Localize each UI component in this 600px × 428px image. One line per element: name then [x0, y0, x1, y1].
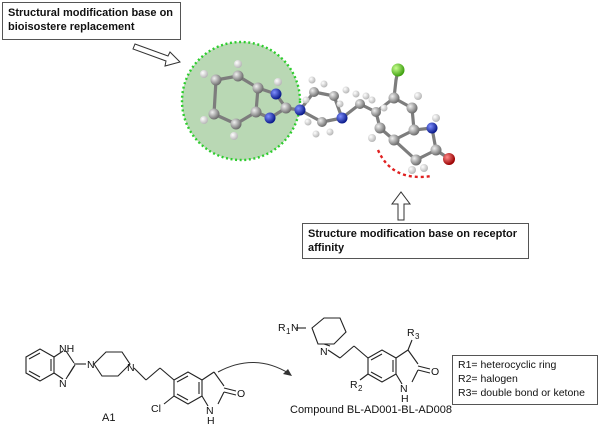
product-o-label: O: [431, 366, 439, 378]
definition-r3: R3= double bond or ketone: [458, 387, 585, 399]
product-h-label: H: [401, 393, 409, 405]
bioisostere-highlight-circle: [180, 40, 302, 162]
compound-caption: Compound BL-AD001-BL-AD008: [290, 404, 453, 416]
bioisostere-label: Structural modification base on bioisost…: [8, 7, 174, 33]
a1-n-pip1: N: [87, 359, 95, 371]
product-r3-label: R: [407, 327, 415, 339]
receptor-affinity-arc: [376, 149, 433, 179]
product-n-indolinone: N: [400, 383, 408, 395]
a1-n-indolinone: N: [206, 405, 214, 417]
ball-and-stick-atoms: [200, 60, 455, 174]
structure-a1: NH N N N Cl O N H: [25, 343, 245, 427]
a1-o-label: O: [237, 388, 245, 400]
reaction-arrow: [217, 362, 291, 375]
substituent-definitions-box: R1= heterocyclic ring R2= halogen R3= do…: [452, 355, 598, 405]
a1-n-pip2: N: [127, 362, 135, 374]
arrow-to-receptor-site: [391, 191, 411, 221]
definition-r1: R1= heterocyclic ring: [458, 359, 557, 371]
a1-nh-label: NH: [59, 343, 74, 355]
product-r1-sub: 1: [286, 327, 291, 336]
a1-caption: A1: [102, 412, 116, 424]
product-r3-sub: 3: [415, 332, 420, 341]
a1-cl-label: Cl: [151, 403, 161, 415]
receptor-affinity-label-box: Structure modification base on receptor …: [302, 223, 529, 259]
product-r2-sub: 2: [358, 384, 363, 393]
bioisostere-label-box: Structural modification base on bioisost…: [2, 2, 181, 40]
reaction-arrowhead: [283, 369, 292, 376]
receptor-affinity-label: Structure modification base on receptor …: [308, 228, 518, 254]
a1-n-label: N: [59, 378, 67, 390]
a1-h-label: H: [207, 415, 215, 427]
product-n-pip2: N: [320, 346, 328, 358]
arrow-to-benzimidazole: [132, 43, 181, 67]
product-r2-label: R: [350, 379, 358, 391]
definition-r2: R2= halogen: [458, 373, 518, 385]
product-n-pip1: N: [291, 322, 299, 334]
product-r1-label: R: [278, 322, 286, 334]
structure-product: R 1 N N R 3 R 2 O N H: [278, 317, 439, 405]
